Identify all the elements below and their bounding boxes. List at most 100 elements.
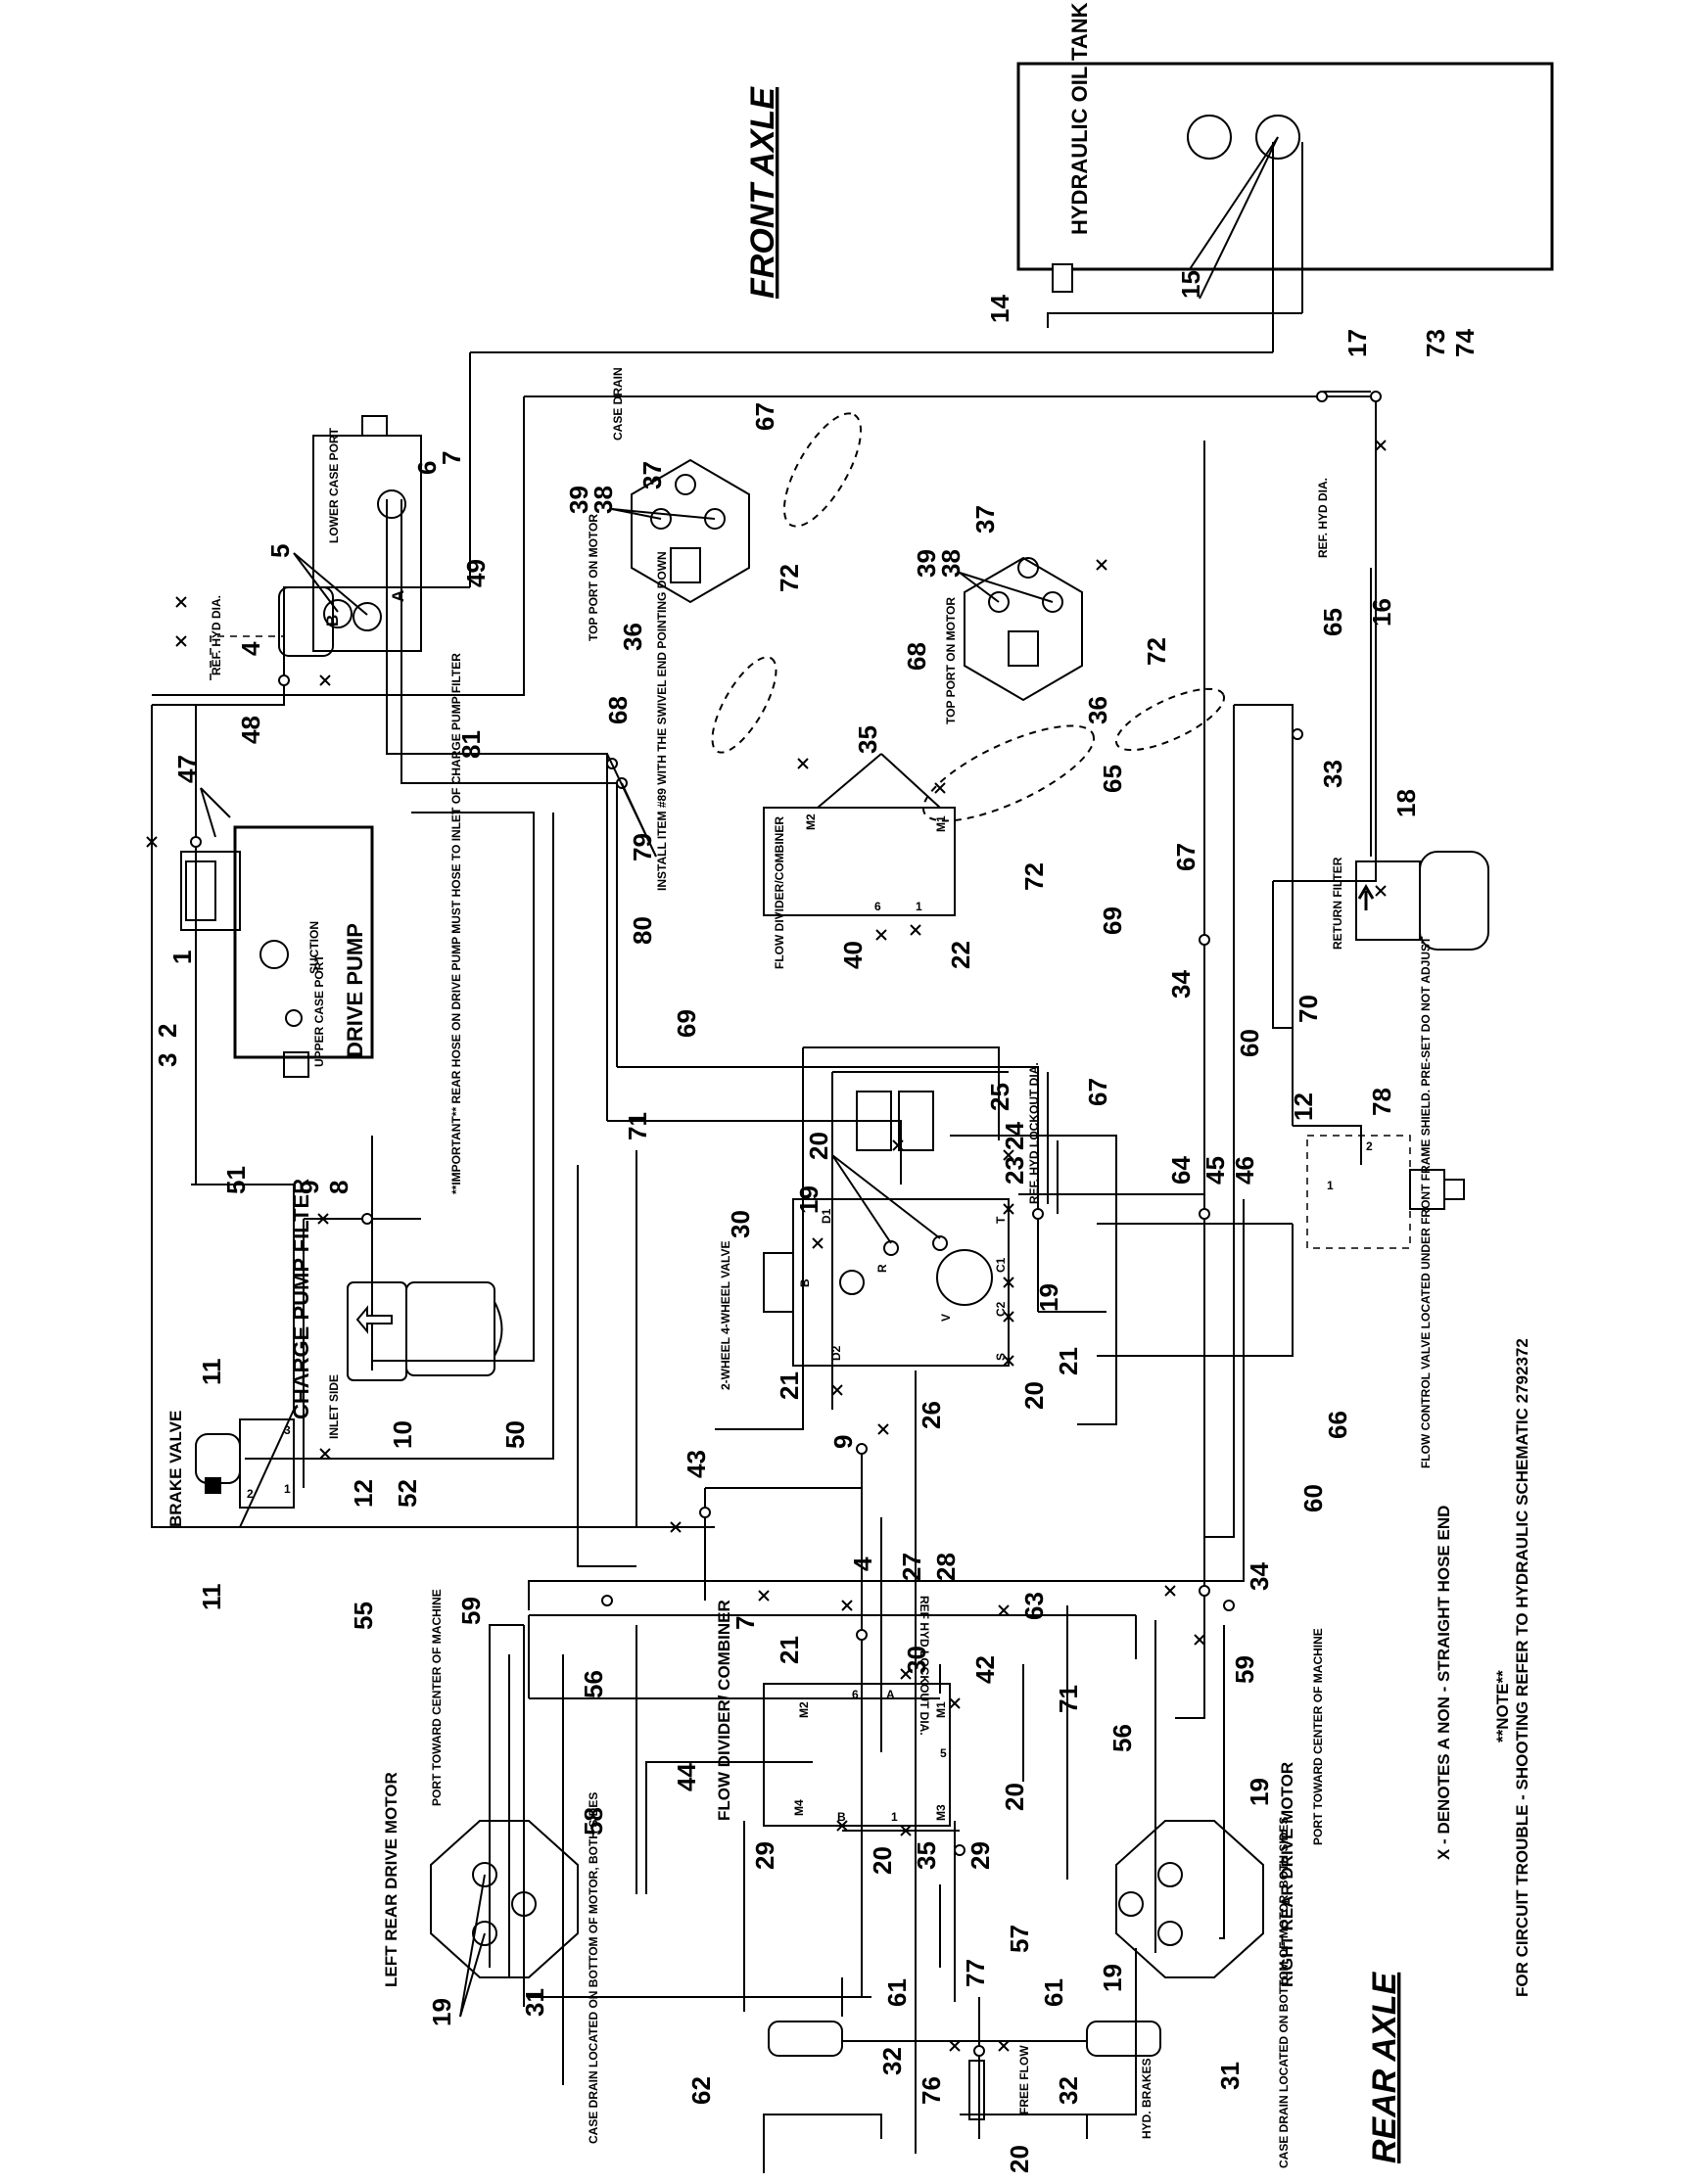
callout-31a: 31 xyxy=(520,1988,549,2017)
valve-port-v: V xyxy=(939,1314,953,1322)
callout-65a: 65 xyxy=(1318,608,1347,636)
callout-36a: 36 xyxy=(618,623,647,651)
upper-case-port-label: UPPER CASE PORT xyxy=(312,954,326,1067)
callout-59b: 59 xyxy=(1230,1655,1259,1684)
left-rear-motor-label: LEFT REAR DRIVE MOTOR xyxy=(382,1772,400,1987)
brake-port-2: 2 xyxy=(247,1487,254,1501)
front-axle-title: FRONT AXLE xyxy=(744,86,781,299)
front-flow-divider: FLOW DIVIDER/COMBINER M2 M1 6 1 INSTALL … xyxy=(655,551,956,969)
front-fd-label: FLOW DIVIDER/COMBINER xyxy=(773,816,786,969)
left-rear-drive-motor: LEFT REAR DRIVE MOTOR PORT TOWARD CENTER… xyxy=(382,1589,600,2144)
rear-fd-b: B xyxy=(837,1810,846,1824)
callout-30b: 30 xyxy=(902,1646,931,1674)
callout-17: 17 xyxy=(1342,329,1372,357)
callout-44: 44 xyxy=(672,1763,701,1791)
callout-74: 74 xyxy=(1450,329,1480,357)
callout-21c: 21 xyxy=(775,1636,804,1664)
brake-valve-label: BRAKE VALVE xyxy=(166,1411,185,1527)
rear-fd-label: FLOW DIVIDER/ COMBINER xyxy=(715,1600,733,1821)
callout-51: 51 xyxy=(221,1166,251,1194)
callout-23: 23 xyxy=(1000,1156,1029,1185)
callout-67b: 67 xyxy=(1171,843,1201,871)
rear-fd-m4: M4 xyxy=(792,1799,806,1816)
port-toward-center-left: PORT TOWARD CENTER OF MACHINE xyxy=(430,1589,444,1806)
callout-56a: 56 xyxy=(579,1670,608,1698)
callout-50: 50 xyxy=(500,1420,530,1449)
flow-control-valve: 1 2 FLOW CONTROL VALVE LOCATED UNDER FRO… xyxy=(1306,936,1465,1468)
valve-port-r: R xyxy=(875,1264,889,1273)
rear-fd-6: 6 xyxy=(852,1688,859,1701)
callout-57: 57 xyxy=(1005,1925,1034,1953)
rear-fd-1: 1 xyxy=(891,1810,898,1824)
drive-pump: DRIVE PUMP SUCTION LOWER CASE PORT UPPER… xyxy=(180,415,422,1078)
important-note: **IMPORTANT** REAR HOSE ON DRIVE PUMP MU… xyxy=(449,653,463,1194)
callout-48: 48 xyxy=(236,716,265,744)
rear-fd-m3: M3 xyxy=(934,1804,948,1821)
rear-axle-title: REAR AXLE xyxy=(1366,1971,1403,2163)
callout-76: 76 xyxy=(917,2076,946,2105)
callout-7: 7 xyxy=(437,451,466,465)
callout-69a: 69 xyxy=(672,1009,701,1038)
top-port-label-2: TOP PORT ON MOTOR xyxy=(944,597,958,724)
callout-31b: 31 xyxy=(1215,2062,1245,2090)
callout-52: 52 xyxy=(393,1479,422,1508)
callout-19e: 19 xyxy=(1098,1964,1127,1992)
callout-47: 47 xyxy=(172,755,202,783)
valve-port-s: S xyxy=(994,1353,1008,1361)
callout-65b: 65 xyxy=(1098,765,1127,793)
callout-29a: 29 xyxy=(750,1841,779,1870)
callout-35b: 35 xyxy=(912,1841,941,1870)
valve-port-t: T xyxy=(994,1216,1008,1224)
flow-control-valve-label: FLOW CONTROL VALVE LOCATED UNDER FRONT F… xyxy=(1419,936,1433,1468)
callout-63: 63 xyxy=(1019,1592,1049,1620)
callout-14: 14 xyxy=(985,295,1014,323)
ref-hyd-lockout-label: REF. HYD LOCKOUT DIA. xyxy=(1027,1062,1041,1204)
front-fd-m2: M2 xyxy=(804,813,818,830)
tank-label: HYDRAULIC OIL TANK xyxy=(1067,2,1092,235)
callout-20d: 20 xyxy=(868,1846,897,1875)
callout-32a: 32 xyxy=(877,2047,907,2075)
rear-fd-m1: M1 xyxy=(934,1701,948,1718)
callout-72c: 72 xyxy=(1142,637,1171,666)
fcv-port-2: 2 xyxy=(1366,1139,1373,1153)
fcv-port-1: 1 xyxy=(1327,1179,1334,1192)
front-fd-1: 1 xyxy=(916,900,922,913)
callout-12: 12 xyxy=(349,1479,378,1508)
callout-34b: 34 xyxy=(1245,1562,1274,1591)
callout-20a: 20 xyxy=(804,1132,833,1160)
hyd-brakes-label: HYD. BRAKES xyxy=(1140,2058,1154,2139)
callout-12b: 12 xyxy=(1289,1092,1318,1121)
callout-39b: 39 xyxy=(912,549,941,578)
callout-25: 25 xyxy=(985,1083,1014,1111)
callout-19c: 19 xyxy=(427,1998,456,2026)
callout-55: 55 xyxy=(349,1602,378,1630)
port-toward-center-right: PORT TOWARD CENTER OF MACHINE xyxy=(1311,1628,1325,1845)
callout-6: 6 xyxy=(412,461,442,475)
callout-7b: 7 xyxy=(730,1616,760,1630)
callout-28: 28 xyxy=(931,1553,961,1581)
brake-port-1: 1 xyxy=(284,1482,291,1496)
callout-73: 73 xyxy=(1421,329,1450,357)
suction-label: SUCTION xyxy=(307,921,321,974)
callout-67a: 67 xyxy=(750,402,779,431)
callout-10: 10 xyxy=(388,1420,417,1449)
callout-70: 70 xyxy=(1294,995,1323,1023)
callout-22: 22 xyxy=(946,941,975,969)
front-motor-left: TOP PORT ON MOTOR CASE DRAIN xyxy=(587,367,750,641)
callout-29b: 29 xyxy=(965,1841,995,1870)
callout-24: 24 xyxy=(1000,1122,1029,1150)
callout-33: 33 xyxy=(1318,760,1347,788)
callout-34a: 34 xyxy=(1166,970,1196,999)
case-drain-left-label: CASE DRAIN LOCATED ON BOTTOM OF MOTOR, B… xyxy=(587,1792,600,2144)
fittings xyxy=(190,391,1382,2057)
leader-lines xyxy=(200,136,1279,2018)
callout-43: 43 xyxy=(682,1450,711,1478)
drive-pump-label: DRIVE PUMP xyxy=(343,923,367,1057)
callout-27: 27 xyxy=(897,1553,926,1581)
callout-40: 40 xyxy=(838,941,868,969)
callout-72b: 72 xyxy=(1019,862,1049,891)
dashed-ellipses xyxy=(711,412,1226,822)
install-item-89-label: INSTALL ITEM #89 WITH THE SWIVEL END POI… xyxy=(655,551,669,891)
callout-19d: 19 xyxy=(1245,1778,1274,1806)
callout-21a: 21 xyxy=(775,1371,804,1400)
